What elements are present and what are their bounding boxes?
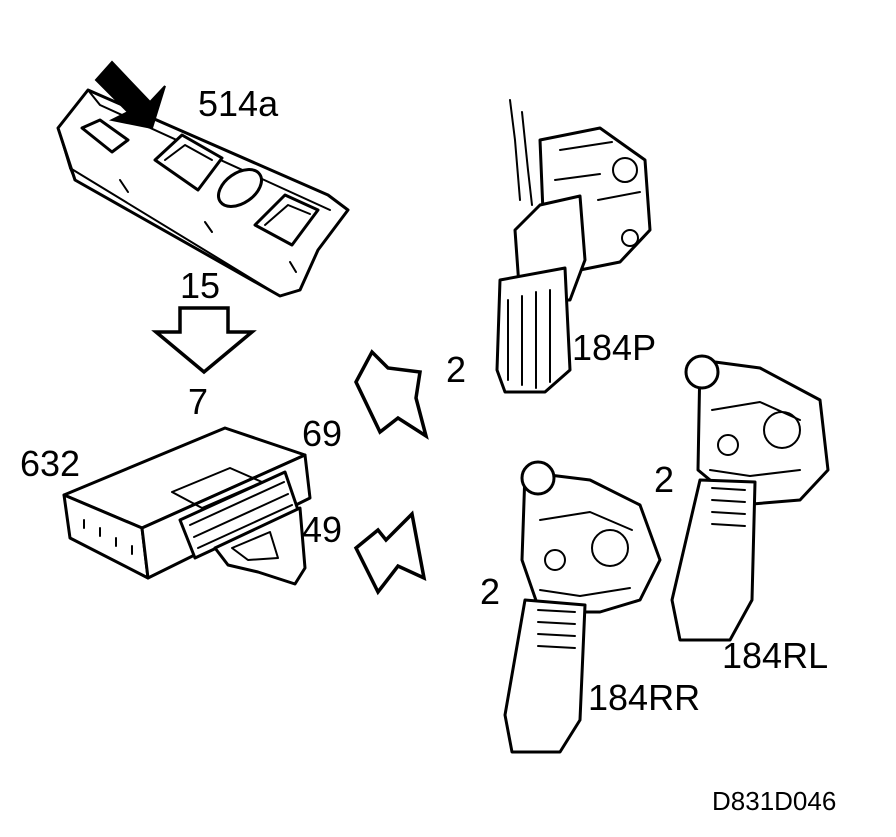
label-2-upper: 2: [446, 349, 466, 390]
label-15: 15: [180, 265, 220, 306]
label-49: 49: [302, 509, 342, 550]
label-184P: 184P: [572, 327, 656, 368]
figure-reference: D831D046: [712, 786, 836, 816]
label-632: 632: [20, 443, 80, 484]
label-7: 7: [188, 381, 208, 422]
label-2-rear-right: 2: [480, 571, 500, 612]
control-module-632: [62, 426, 312, 586]
door-lock-184RR: [503, 460, 662, 754]
switch-panel-514a: [56, 60, 350, 298]
label-69: 69: [302, 413, 342, 454]
label-184RL: 184RL: [722, 635, 828, 676]
indicator-arrow-icon: [94, 60, 166, 130]
down-arrow-icon: [151, 306, 257, 375]
up-right-arrow-icon: [354, 349, 429, 440]
door-lock-184P: [495, 99, 652, 394]
label-184RR: 184RR: [588, 677, 700, 718]
door-lock-184RL: [670, 354, 830, 642]
label-514a: 514a: [198, 83, 279, 124]
down-right-arrow-icon: [353, 510, 427, 596]
label-2-rear-left: 2: [654, 459, 674, 500]
